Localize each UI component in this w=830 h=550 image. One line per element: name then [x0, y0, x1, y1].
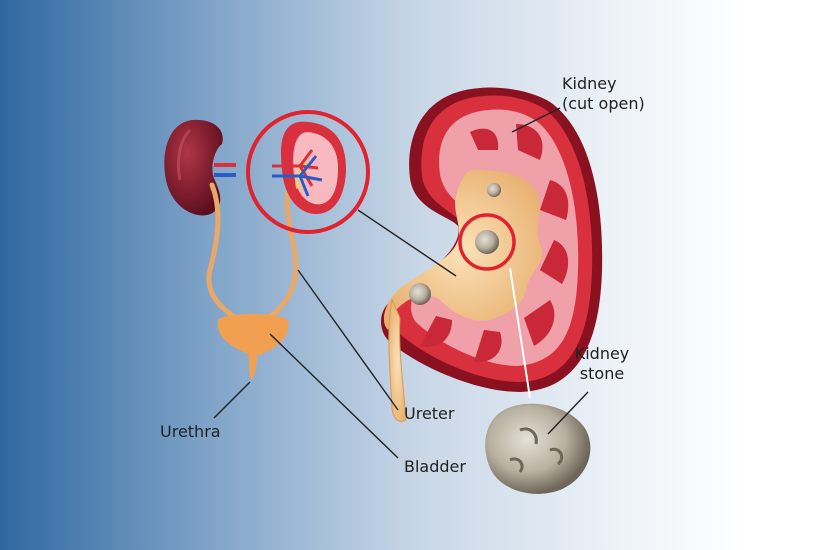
- small-kidney-vessels: [272, 149, 323, 197]
- label-kidney-cut-line1: Kidney: [562, 74, 617, 93]
- label-kidney-stone: Kidney stone: [568, 344, 636, 384]
- label-urethra: Urethra: [160, 422, 221, 441]
- label-kidney-cut-line2: (cut open): [562, 94, 645, 113]
- kidney-stones-inside: [409, 183, 501, 305]
- connector-zoom-line: [357, 209, 457, 277]
- label-kidney-cut-open: Kidney (cut open): [562, 74, 645, 114]
- bladder: [217, 314, 289, 380]
- renal-pyramids: [420, 124, 569, 363]
- large-kidney-stone: [485, 403, 591, 494]
- left-renal-vessels: [214, 163, 236, 177]
- ureter-tube: [388, 298, 407, 422]
- ureters: [206, 182, 299, 321]
- small-kidney-highlight-circle: [246, 110, 370, 234]
- label-kidney-stone-line1: Kidney: [574, 344, 630, 363]
- label-bladder: Bladder: [404, 457, 466, 476]
- stone-highlight-circle: [458, 213, 516, 271]
- stone-pointer-line: [509, 267, 531, 399]
- label-kidney-stone-line2: stone: [579, 364, 625, 383]
- leader-lines: [213, 107, 589, 459]
- left-kidney: [164, 119, 223, 216]
- label-ureter: Ureter: [404, 404, 455, 423]
